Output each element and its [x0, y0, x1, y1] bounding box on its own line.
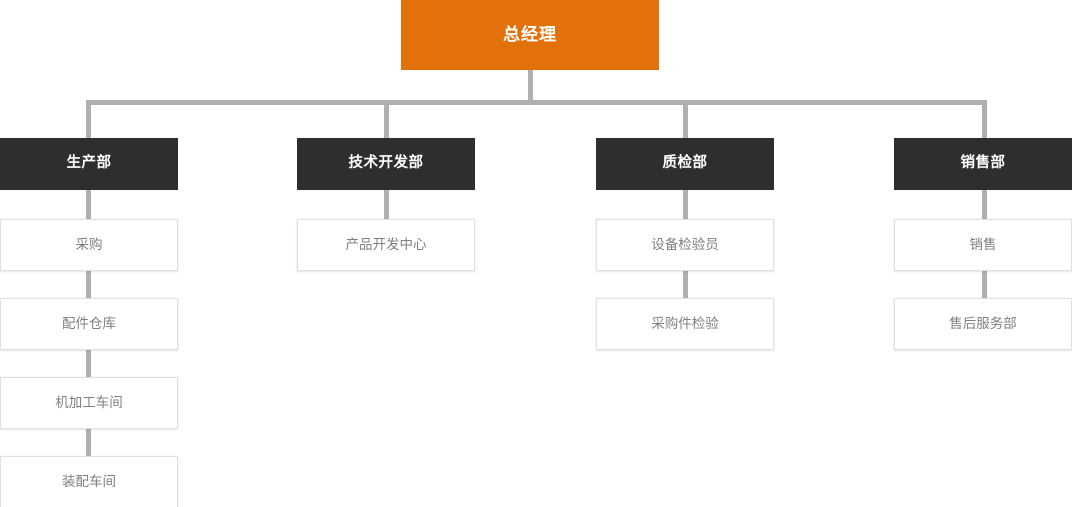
node-sub-purchased-parts-inspection[interactable]: 采购件检验: [596, 298, 774, 350]
node-sub-machining-workshop[interactable]: 机加工车间: [0, 377, 178, 429]
node-sub-after-sales-service[interactable]: 售后服务部: [894, 298, 1072, 350]
node-sub-assembly-workshop[interactable]: 装配车间: [0, 456, 178, 507]
node-sub-sales-label: 销售: [969, 236, 997, 252]
node-dept-sales[interactable]: 销售部: [894, 138, 1072, 190]
node-sub-equipment-inspector[interactable]: 设备检验员: [596, 219, 774, 271]
node-dept-production-label: 生产部: [66, 155, 112, 172]
node-dept-production[interactable]: 生产部: [0, 138, 178, 190]
connector-production-to-child-3: [86, 350, 91, 378]
node-sub-parts-warehouse[interactable]: 配件仓库: [0, 298, 178, 350]
node-root-label: 总经理: [503, 24, 557, 44]
node-sub-sales[interactable]: 销售: [894, 219, 1072, 271]
node-dept-quality-inspection-label: 质检部: [662, 155, 708, 172]
connector-technical-development-to-child-1: [384, 190, 389, 220]
node-sub-after-sales-service-label: 售后服务部: [949, 315, 1017, 331]
connector-sales-to-child-1: [982, 190, 987, 220]
node-dept-quality-inspection[interactable]: 质检部: [596, 138, 774, 190]
node-sub-machining-workshop-label: 机加工车间: [55, 394, 123, 410]
connector-drop-to-dept-1: [86, 100, 91, 138]
node-sub-procurement[interactable]: 采购: [0, 219, 178, 271]
node-sub-equipment-inspector-label: 设备检验员: [651, 236, 719, 252]
connector-production-to-child-4: [86, 429, 91, 457]
connector-drop-to-dept-3: [683, 100, 688, 138]
connector-root-horizontal-bar: [86, 100, 987, 105]
node-sub-product-development-center-label: 产品开发中心: [345, 236, 427, 252]
connector-drop-to-dept-4: [982, 100, 987, 138]
node-sub-product-development-center[interactable]: 产品开发中心: [297, 219, 475, 271]
node-dept-sales-label: 销售部: [960, 155, 1006, 172]
connector-quality-inspection-to-child-1: [683, 190, 688, 220]
node-sub-parts-warehouse-label: 配件仓库: [62, 315, 116, 331]
node-sub-procurement-label: 采购: [75, 236, 103, 252]
connector-sales-to-child-2: [982, 271, 987, 299]
node-root-general-manager[interactable]: 总经理: [401, 0, 659, 70]
connector-production-to-child-2: [86, 271, 91, 299]
connector-quality-inspection-to-child-2: [683, 271, 688, 299]
connector-root-stem: [528, 70, 533, 102]
connector-drop-to-dept-2: [384, 100, 389, 138]
node-sub-assembly-workshop-label: 装配车间: [62, 473, 116, 489]
node-sub-purchased-parts-inspection-label: 采购件检验: [651, 315, 719, 331]
node-dept-technical-development-label: 技术开发部: [348, 155, 424, 172]
node-dept-technical-development[interactable]: 技术开发部: [297, 138, 475, 190]
connector-production-to-child-1: [86, 190, 91, 220]
